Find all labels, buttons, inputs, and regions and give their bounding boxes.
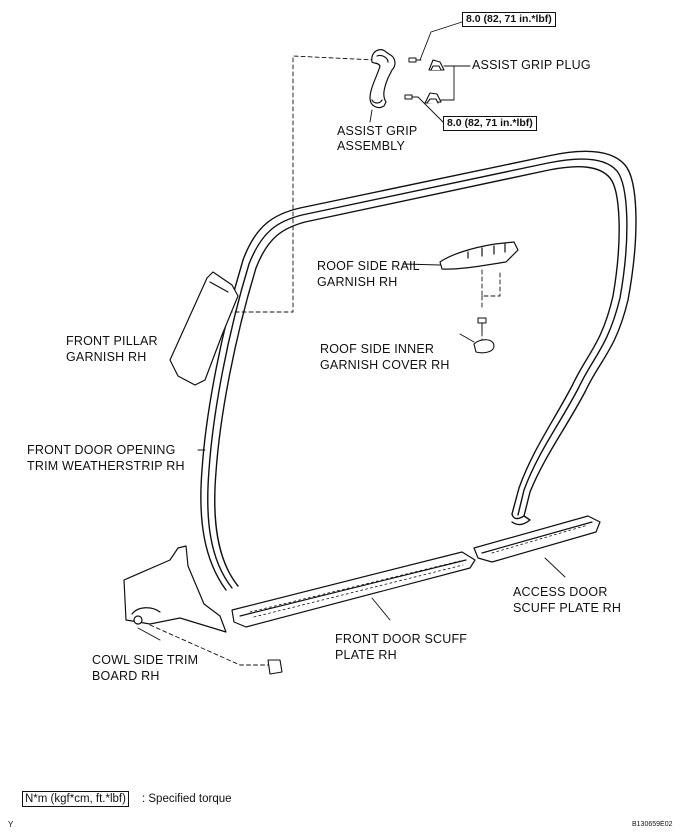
cowl-clip	[267, 659, 283, 675]
label-front-door-scuff-plate-2: PLATE RH	[335, 648, 397, 662]
assist-grip-plugs	[424, 59, 445, 104]
label-cowl-side-trim-board-2: BOARD RH	[92, 669, 160, 683]
roof-side-rail-garnish	[439, 241, 519, 270]
cowl-side-trim-board	[123, 545, 227, 633]
torque-spec-upper: 8.0 (82, 71 in.*lbf)	[462, 12, 556, 27]
label-roof-side-inner-garnish-cover-2: GARNISH COVER RH	[320, 358, 450, 372]
label-front-door-scuff-plate-1: FRONT DOOR SCUFF	[335, 632, 468, 646]
roof-side-inner-garnish-cover	[473, 339, 495, 354]
corner-mark: Y	[8, 820, 14, 829]
label-assist-grip-assembly-2: ASSEMBLY	[337, 139, 406, 153]
torque-spec-lower: 8.0 (82, 71 in.*lbf)	[443, 116, 537, 131]
legend-torque-symbol: N*m (kgf*cm, ft.*lbf)	[22, 791, 129, 807]
grip-bolts	[404, 57, 422, 100]
figure-id: B130659E02	[632, 821, 673, 828]
legend-text: : Specified torque	[142, 793, 232, 805]
label-roof-side-inner-garnish-cover-1: ROOF SIDE INNER	[320, 342, 435, 356]
label-front-pillar-garnish-2: GARNISH RH	[66, 350, 147, 364]
label-front-door-opening-weatherstrip-1: FRONT DOOR OPENING	[27, 443, 176, 457]
assist-grip-assembly	[369, 49, 396, 109]
access-door-scuff-plate	[473, 515, 601, 563]
label-cowl-side-trim-board-1: COWL SIDE TRIM	[92, 653, 199, 667]
front-pillar-garnish	[169, 271, 239, 386]
label-roof-side-rail-garnish-2: GARNISH RH	[317, 275, 398, 289]
label-roof-side-rail-garnish-1: ROOF SIDE RAIL	[317, 259, 420, 273]
front-door-scuff-plate	[231, 551, 476, 628]
label-access-door-scuff-plate-1: ACCESS DOOR	[513, 585, 608, 599]
label-access-door-scuff-plate-2: SCUFF PLATE RH	[513, 601, 622, 615]
label-front-pillar-garnish-1: FRONT PILLAR	[66, 334, 158, 348]
rail-clip	[477, 317, 487, 333]
label-assist-grip-assembly-1: ASSIST GRIP	[337, 124, 418, 138]
weatherstrip	[200, 150, 637, 591]
label-front-door-opening-weatherstrip-2: TRIM WEATHERSTRIP RH	[27, 459, 185, 473]
label-assist-grip-plug: ASSIST GRIP PLUG	[472, 58, 591, 72]
